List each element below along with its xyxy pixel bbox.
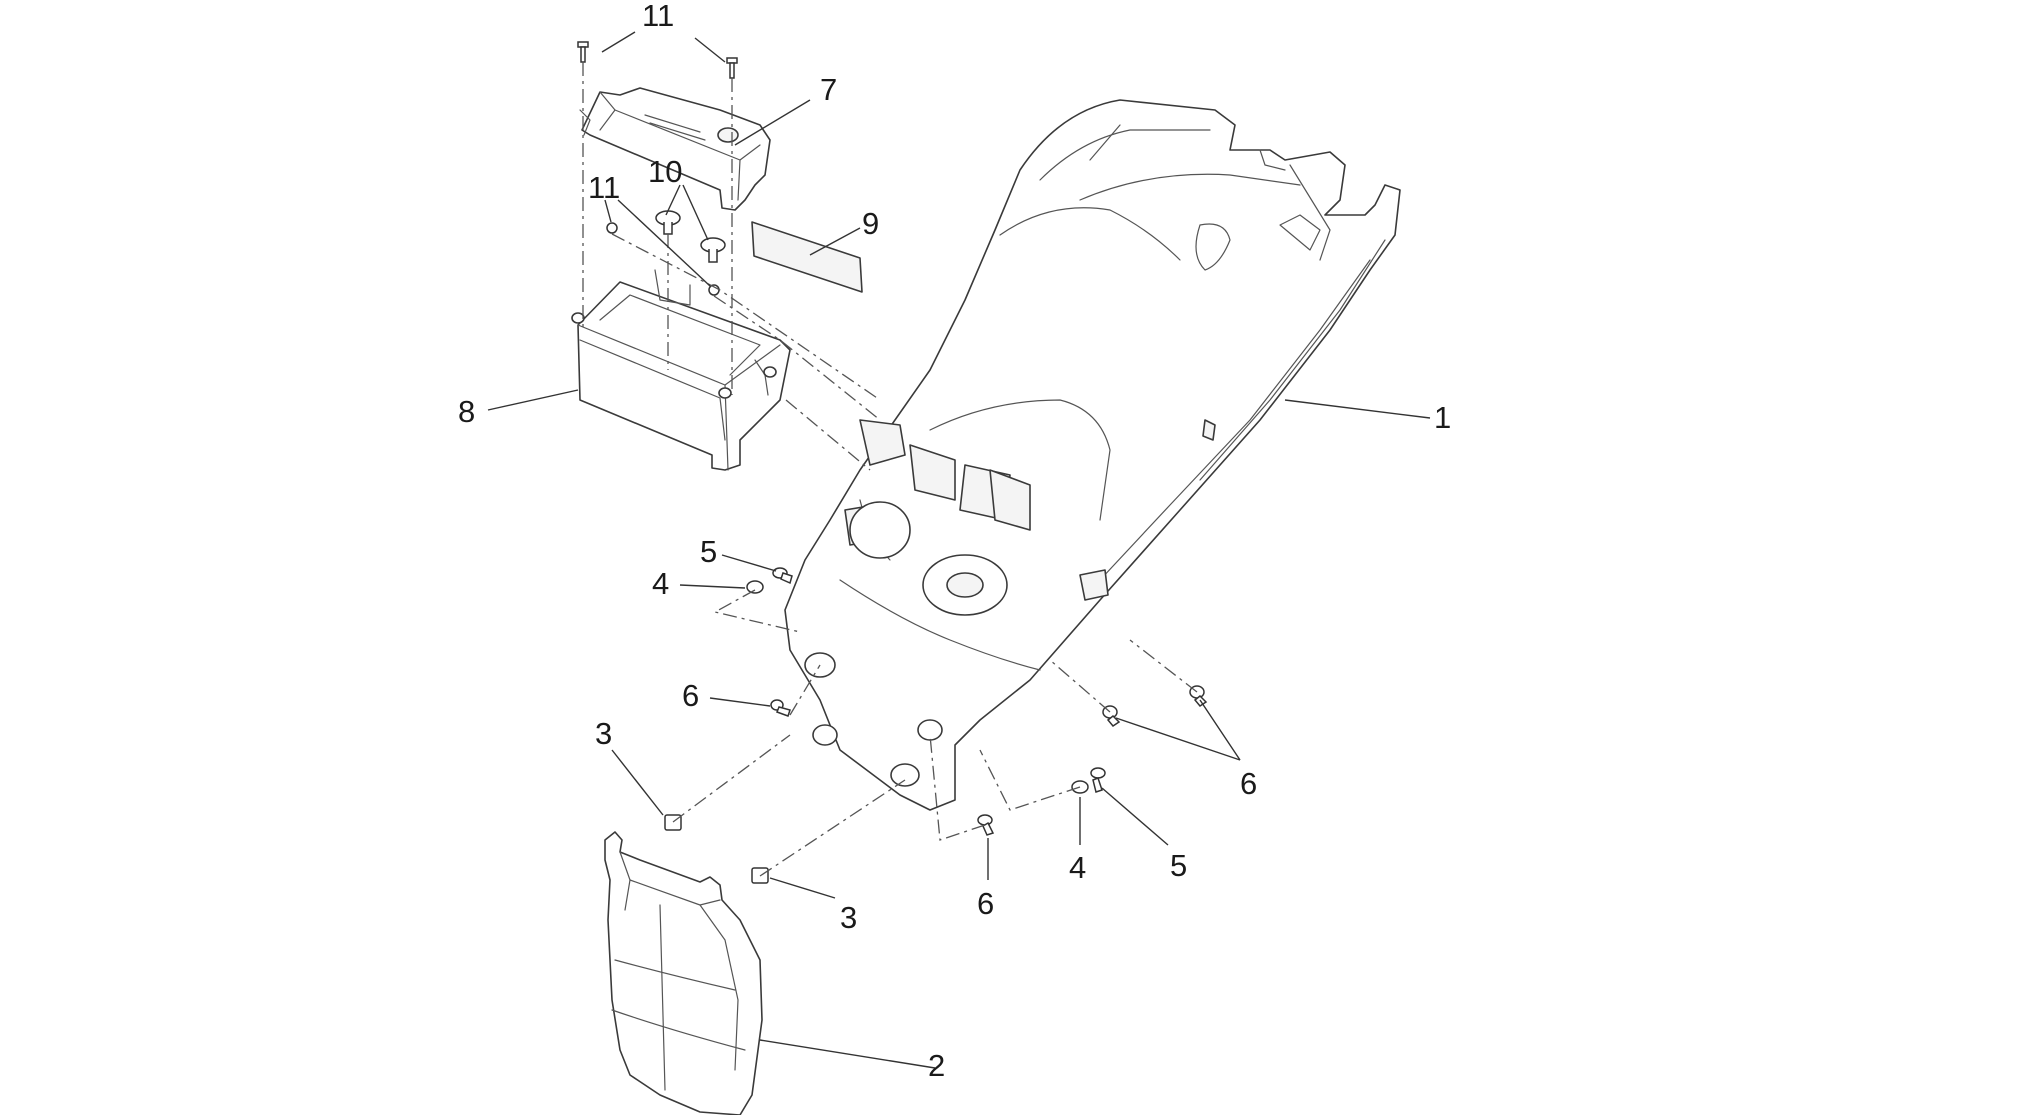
callout-11-top: 11 — [642, 0, 674, 33]
screw-5-left — [772, 567, 793, 585]
part-1-rear-mudguard — [784, 99, 1401, 811]
callout-7: 7 — [820, 72, 837, 107]
callout-8: 8 — [458, 394, 475, 429]
callout-6-bottom: 6 — [977, 886, 994, 921]
screw-11-top-left — [577, 41, 589, 63]
callout-4-right: 4 — [1069, 850, 1086, 885]
screw-11-mid-a — [606, 222, 618, 234]
screw-11-top-right — [726, 57, 738, 79]
callout-9: 9 — [862, 206, 879, 241]
callout-3-left: 3 — [595, 716, 612, 751]
leader-lines — [487, 31, 1431, 1069]
rivet-10-b — [700, 237, 726, 263]
callout-11-mid: 11 — [588, 170, 620, 205]
callout-5-left: 5 — [700, 534, 717, 569]
rivet-10-a — [655, 210, 681, 235]
callout-6-right: 6 — [1240, 766, 1257, 801]
assembly-axes — [582, 62, 1198, 877]
screw-5-right — [1090, 767, 1106, 793]
screw-6-bottom — [977, 814, 995, 836]
fasteners — [577, 41, 1208, 884]
washer-4-left — [746, 580, 764, 594]
callout-2: 2 — [928, 1048, 945, 1083]
callout-labels: 11 7 10 11 9 8 1 5 4 6 3 6 5 4 3 6 2 — [458, 0, 1451, 1083]
part-2-mud-flap — [604, 831, 763, 1115]
callout-10: 10 — [648, 154, 682, 189]
screw-6-left — [770, 699, 791, 717]
callout-1: 1 — [1434, 400, 1451, 435]
callout-6-left: 6 — [682, 678, 699, 713]
part-9-reflector — [751, 221, 863, 293]
callout-5-right: 5 — [1170, 848, 1187, 883]
screw-6-right-b — [1102, 705, 1121, 727]
callout-3-right: 3 — [840, 900, 857, 935]
callout-4-left: 4 — [652, 566, 669, 601]
part-8-plate-holder-tray — [571, 269, 791, 471]
part-7-logo-cover — [579, 87, 771, 211]
